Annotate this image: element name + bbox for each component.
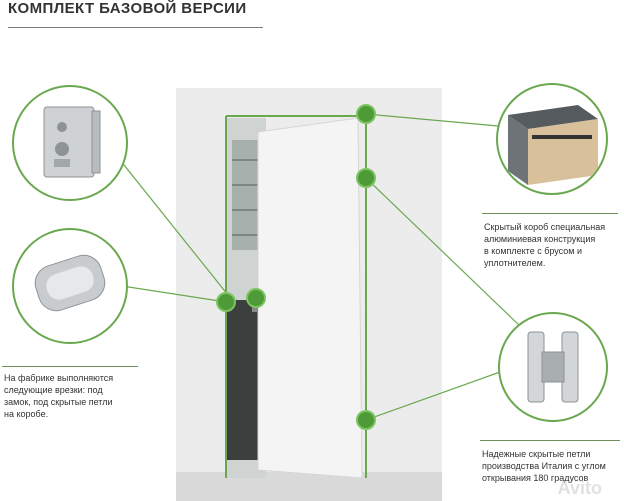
flush-handle-icon	[34, 254, 106, 312]
floor	[176, 472, 442, 501]
marker-lower-hinge	[356, 410, 376, 430]
right-top-note-line: уплотнителем.	[484, 258, 546, 268]
marker-lock	[216, 292, 236, 312]
lock-mortise-circle	[12, 85, 128, 201]
right-bottom-note-line: Надежные скрытые петли	[482, 449, 591, 459]
right-bottom-note-line: открывания 180 градусов	[482, 473, 589, 483]
marker-upper-hinge	[356, 168, 376, 188]
marker-handle	[246, 288, 266, 308]
left-note-line: на коробе.	[4, 409, 49, 419]
right-top-note: Скрытый короб специальная алюминиевая ко…	[484, 221, 622, 269]
hidden-frame-circle	[496, 83, 608, 195]
lock-mortise-icon	[43, 106, 101, 178]
door-leaf	[257, 117, 363, 479]
left-note: На фабрике выполняются следующие врезки:…	[4, 372, 144, 420]
dark-floor-reflection	[226, 300, 260, 460]
title-underline	[8, 27, 263, 28]
bookshelf	[232, 140, 260, 250]
handle-circle	[12, 228, 128, 344]
page-title: КОМПЛЕКТ БАЗОВОЙ ВЕРСИИ	[8, 0, 247, 17]
hinge-circle	[498, 312, 608, 422]
right-top-note-line: в комплекте с брусом и	[484, 246, 582, 256]
marker-top-frame	[356, 104, 376, 124]
right-bottom-note-rule	[480, 440, 620, 441]
hidden-hinge-icon	[527, 331, 579, 403]
aluminum-frame-icon	[508, 105, 598, 185]
left-note-rule	[2, 366, 138, 367]
right-top-note-line: Скрытый короб специальная	[484, 222, 606, 232]
left-note-line: На фабрике выполняются	[4, 373, 114, 383]
right-top-note-rule	[482, 213, 618, 214]
left-note-line: замок, под скрытые петли	[4, 397, 113, 407]
watermark: Avito	[557, 478, 602, 498]
right-bottom-note: Надежные скрытые петли производства Итал…	[482, 448, 622, 484]
right-bottom-note-line: производства Италия с углом	[482, 461, 606, 471]
left-note-line: следующие врезки: под	[4, 385, 103, 395]
right-top-note-line: алюминиевая конструкция	[484, 234, 596, 244]
